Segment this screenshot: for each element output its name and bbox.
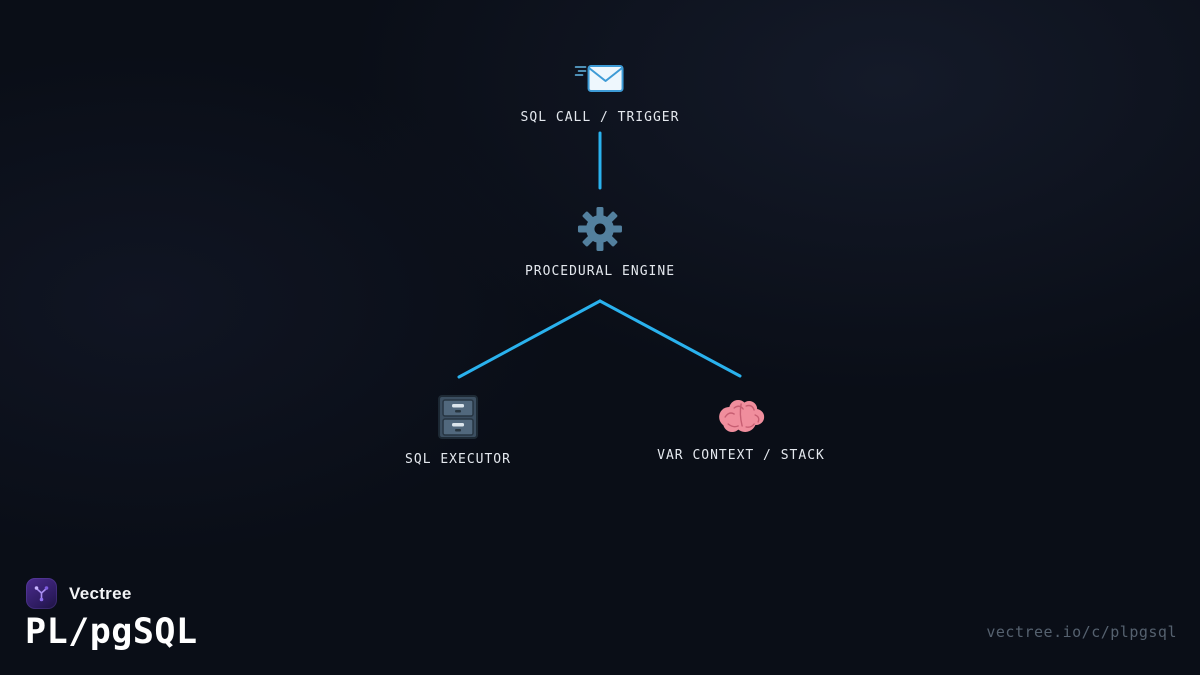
node-var-context: VAR CONTEXT / STACK [657,396,825,463]
node-sql-executor: SQL EXECUTOR [405,394,511,467]
node-label: PROCEDURAL ENGINE [524,264,676,279]
envelope-icon [574,60,626,102]
page-url: vectree.io/c/plpgsql [986,623,1177,641]
node-label: SQL CALL / TRIGGER [520,110,680,125]
node-label: VAR CONTEXT / STACK [657,448,825,463]
brand-name: Vectree [69,583,132,603]
edge-engine-to-context [598,299,742,378]
tree-glyph-icon [34,586,49,602]
node-label: SQL EXECUTOR [405,452,511,467]
page-title: PL/pgSQL [25,612,198,652]
edge-engine-to-executor [457,299,602,379]
gear-icon [577,206,623,256]
file-cabinet-icon [436,394,480,444]
vectree-logo [26,578,57,609]
brain-icon [715,396,767,440]
node-sql-call: SQL CALL / TRIGGER [521,60,680,125]
brand-row: Vectree [26,578,132,609]
node-procedural-engine: PROCEDURAL ENGINE [525,206,675,279]
